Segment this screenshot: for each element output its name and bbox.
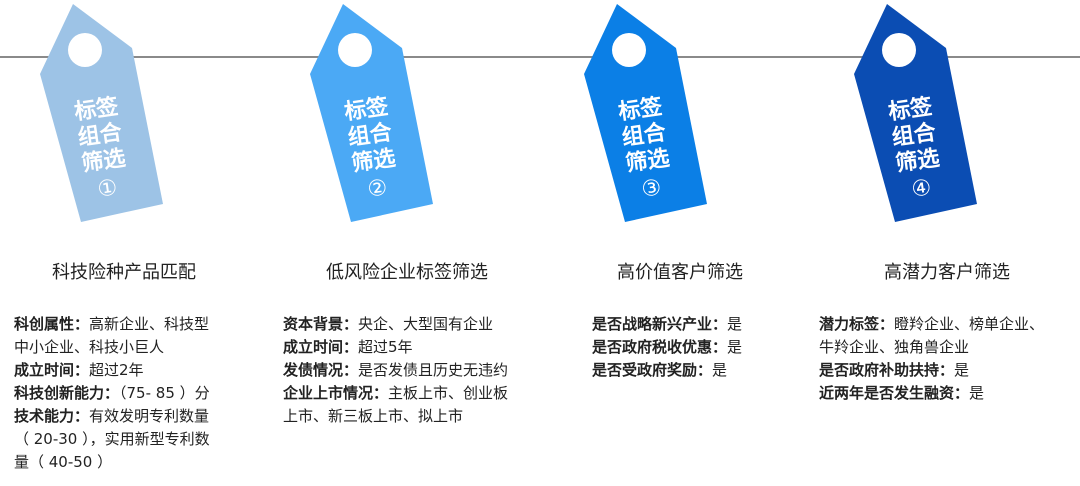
tag-number: ② bbox=[365, 175, 390, 203]
detail-row: 是否战略新兴产业：是 bbox=[592, 315, 743, 333]
detail-row: 企业上市情况：主板上市、创业板 bbox=[283, 384, 509, 402]
detail-row: 牛羚企业、独角兽企业 bbox=[819, 338, 970, 356]
column-2-details: 资本背景：央企、大型国有企业 成立时间：超过5年 发债情况：是否发债且历史无违约… bbox=[283, 313, 553, 428]
tag-number: ① bbox=[95, 175, 120, 203]
tag-hole bbox=[612, 33, 646, 67]
tag-3-shape bbox=[584, 4, 707, 222]
tag-number: ③ bbox=[639, 175, 664, 203]
tag-hole bbox=[68, 33, 102, 67]
detail-row: 上市、新三板上市、拟上市 bbox=[283, 407, 464, 425]
detail-row: 资本背景：央企、大型国有企业 bbox=[283, 315, 494, 333]
detail-row: 科技创新能力：（75- 85 ）分 bbox=[14, 384, 210, 402]
detail-row: 科创属性：高新企业、科技型 bbox=[14, 315, 210, 333]
tag-3: 标签 组合 筛选 ③ bbox=[566, 0, 726, 222]
column-2-title: 低风险企业标签筛选 bbox=[326, 262, 488, 283]
detail-row: 发债情况：是否发债且历史无违约 bbox=[283, 361, 509, 379]
tag-hole bbox=[338, 33, 372, 67]
tag-label: 标签 组合 筛选 ① bbox=[65, 93, 139, 206]
tag-label: 标签 组合 筛选 ② bbox=[335, 93, 409, 206]
tag-label: 标签 组合 筛选 ④ bbox=[879, 93, 953, 206]
column-1-details: 科创属性：高新企业、科技型 中小企业、科技小巨人 成立时间：超过2年 科技创新能… bbox=[14, 313, 254, 474]
detail-row: 量（ 40-50 ） bbox=[14, 453, 113, 471]
tag-label: 标签 组合 筛选 ③ bbox=[609, 93, 683, 206]
tag-hole bbox=[882, 33, 916, 67]
detail-row: 中小企业、科技小巨人 bbox=[14, 338, 165, 356]
detail-row: 成立时间：超过2年 bbox=[14, 361, 144, 379]
column-1-title: 科技险种产品匹配 bbox=[52, 262, 196, 283]
hanging-line bbox=[0, 56, 1080, 58]
column-4-title: 高潜力客户筛选 bbox=[884, 262, 1010, 283]
detail-row: 是否受政府奖励：是 bbox=[592, 361, 728, 379]
tag-2-shape bbox=[310, 4, 433, 222]
column-3-details: 是否战略新兴产业：是 是否政府税收优惠：是 是否受政府奖励：是 bbox=[592, 313, 802, 382]
detail-row: 是否政府补助扶持：是 bbox=[819, 361, 970, 379]
detail-row: 技术能力：有效发明专利数量 bbox=[14, 407, 210, 425]
tag-1: 标签 组合 筛选 ① bbox=[22, 0, 182, 222]
tag-4: 标签 组合 筛选 ④ bbox=[836, 0, 996, 222]
tag-4-shape bbox=[854, 4, 977, 222]
detail-row: 是否政府税收优惠：是 bbox=[592, 338, 743, 356]
tag-1-shape bbox=[40, 4, 163, 222]
tag-2: 标签 组合 筛选 ② bbox=[292, 0, 452, 222]
detail-row: 潜力标签：瞪羚企业、榜单企业、 bbox=[819, 315, 1045, 333]
detail-row: 近两年是否发生融资：是 bbox=[819, 384, 985, 402]
detail-row: （ 20-30 ），实用新型专利数 bbox=[14, 430, 210, 448]
column-4-details: 潜力标签：瞪羚企业、榜单企业、 牛羚企业、独角兽企业 是否政府补助扶持：是 近两… bbox=[819, 313, 1077, 405]
detail-row: 成立时间：超过5年 bbox=[283, 338, 413, 356]
tag-number: ④ bbox=[909, 175, 934, 203]
column-3-title: 高价值客户筛选 bbox=[617, 262, 743, 283]
